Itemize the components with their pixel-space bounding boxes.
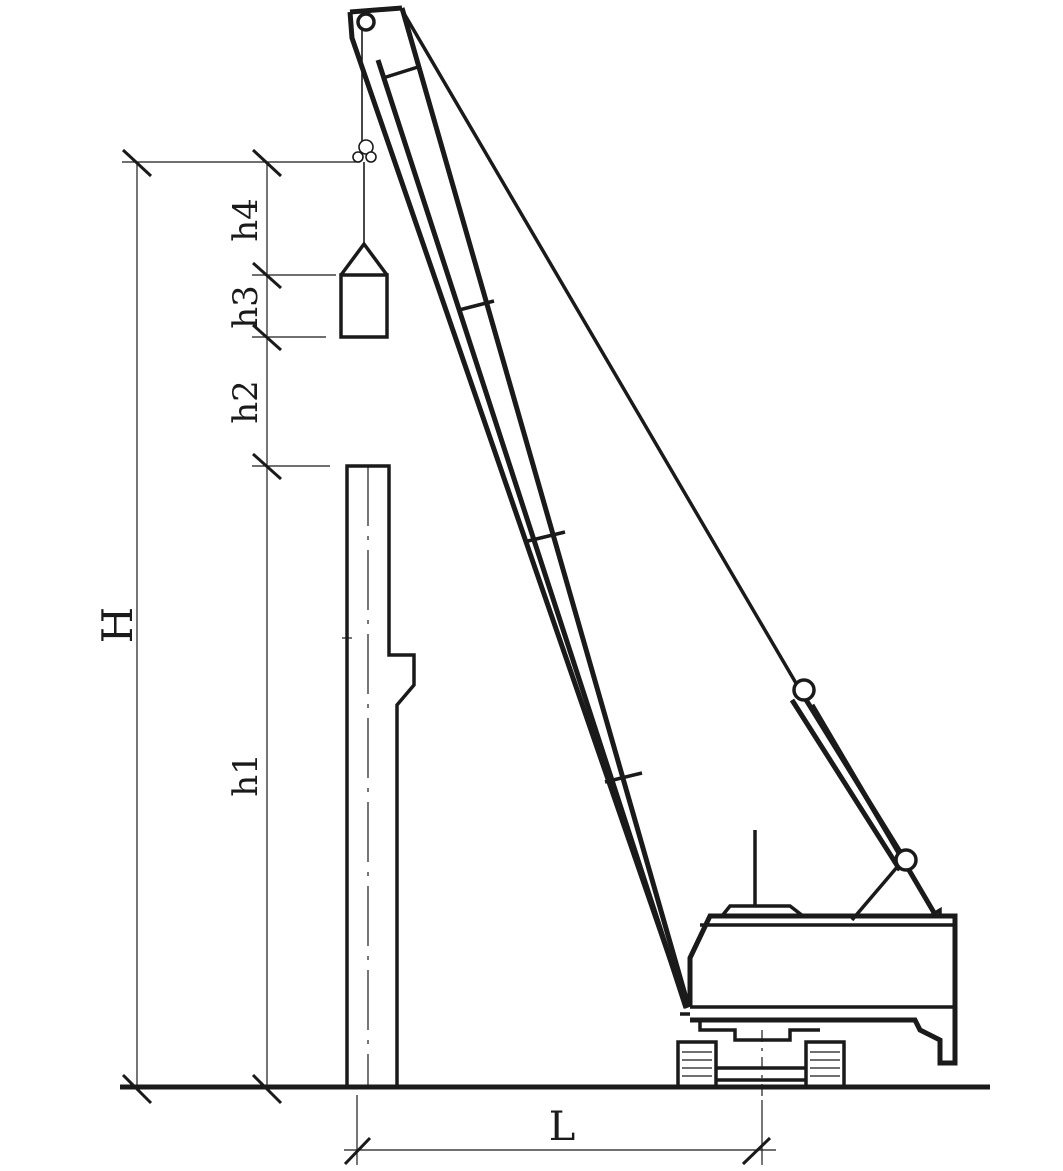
dimension-H: H bbox=[93, 148, 360, 1105]
label-L: L bbox=[549, 1104, 576, 1150]
label-H: H bbox=[93, 607, 142, 644]
load-block bbox=[339, 273, 389, 339]
dimension-L: L bbox=[343, 1095, 776, 1166]
label-h1: h1 bbox=[226, 753, 266, 797]
label-h2: h2 bbox=[226, 380, 266, 424]
dimension-h-chain: h4 h3 h2 h1 bbox=[226, 148, 336, 1105]
crawler-tracks bbox=[676, 1020, 846, 1100]
crane-boom bbox=[347, 5, 691, 1009]
luffing-cable bbox=[400, 9, 802, 691]
hook-and-load bbox=[339, 30, 389, 339]
label-h3: h3 bbox=[226, 285, 266, 329]
gantry bbox=[789, 678, 939, 922]
label-h4: h4 bbox=[226, 198, 266, 242]
crane-body bbox=[680, 830, 958, 1066]
column bbox=[342, 464, 416, 1087]
